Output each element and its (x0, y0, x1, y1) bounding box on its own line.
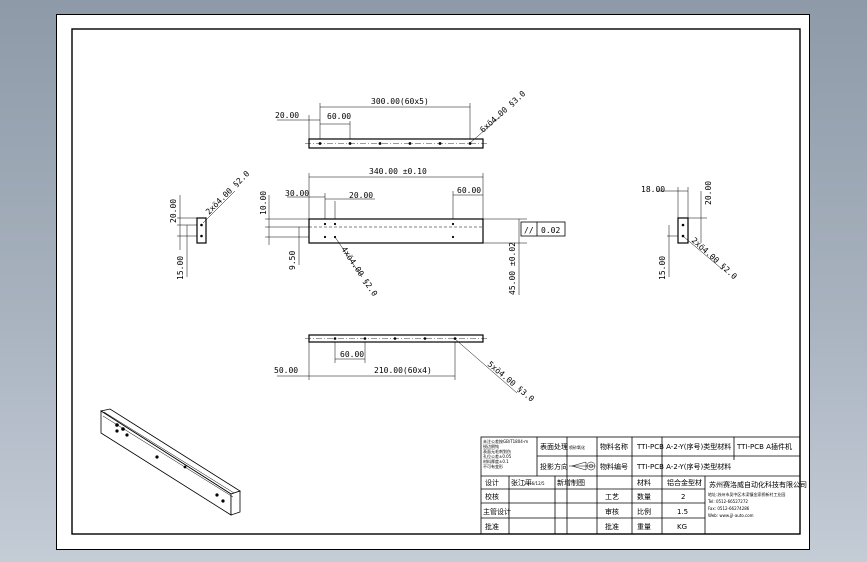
front-view: 340.00 ±0.10 30.00 20.00 60.00 10.00 9.5… (259, 167, 566, 298)
front-view-vert-bottom-dim: 9.50 (288, 251, 297, 270)
left-view: 20.00 15.00 2xö4.00 §2.0 (169, 169, 251, 280)
material-value: 铝合金型材 (667, 478, 702, 487)
qty-label: 数量 (637, 492, 651, 501)
right-view: 18.00 20.00 15.00 2xö4.00 §2.0 (641, 181, 739, 282)
front-view-bar (308, 218, 484, 244)
right-view-hole-note: 2xö4.00 §2.0 (690, 236, 739, 281)
projection-label: 投影方向 (540, 462, 568, 471)
front-view-hole-note: 4xö4.00 §2.0 (339, 245, 379, 298)
bottom-view-pitch-dim: 60.00 (340, 350, 364, 359)
surface-value: 喷砂氧化 (569, 444, 585, 450)
title-block: 未注公差按GB/T1804-m 锐边倒钝 表面无毛刺划伤 孔位公差±0.05 材… (480, 436, 807, 535)
front-view-vert-top-dim: 10.00 (259, 191, 268, 215)
company-fax: Fax: 0512-66274286 (708, 506, 750, 511)
isometric-view (99, 408, 241, 516)
company-name: 苏州赛洛威自动化科技有限公司 (709, 480, 807, 489)
top-view-left-dim: 20.00 (275, 111, 299, 120)
top-view-hole-note: 6xö4.00 §3.0 (478, 89, 527, 134)
chief-design-label: 主管设计 (483, 507, 511, 516)
right-view-profile (677, 217, 689, 244)
company-tel: Tel: 0512-66527272 (707, 499, 748, 504)
design-note: 新增制图 (557, 478, 585, 487)
note-line: 表面无毛刺划伤 (483, 448, 511, 454)
drawing-sheet: 300.00(60x5) 60.00 20.00 6xö4.00 §3.0 34… (56, 14, 810, 550)
machine-name: TTI-PCB A插件机 (736, 442, 792, 451)
front-view-second-dim: 20.00 (349, 191, 373, 200)
note-line: 不可有变形 (483, 463, 503, 469)
approve-label: 批准 (485, 522, 499, 531)
standard-label: 审核 (605, 507, 619, 516)
front-view-overall-dim: 340.00 ±0.10 (369, 167, 427, 176)
design-label: 设计 (485, 478, 499, 487)
material-no-value: TTI-PCB A-2-Y(序号)类型材料 (636, 442, 731, 451)
bottom-view-hole-note: 5xö4.00 §3.0 (486, 360, 536, 404)
left-view-top-dim: 20.00 (169, 199, 178, 223)
geometric-tolerance-frame (520, 221, 566, 237)
company-address: 地址:苏州市吴中区木渎镇金家桥新村工业园 (708, 491, 785, 497)
right-view-top-dim: 20.00 (704, 181, 713, 205)
approve-label-2: 批准 (605, 522, 619, 531)
top-view-pitch-dim: 60.00 (327, 112, 351, 121)
note-line: 孔位公差±0.05 (483, 453, 512, 459)
check-label: 校核 (485, 492, 499, 501)
material-no-label: 物料名称 (600, 442, 628, 451)
tolerance-value: 0.02 (541, 226, 560, 235)
surface-label: 表面处理 (540, 442, 568, 451)
note-line: 材料厚度±0.1 (483, 458, 509, 464)
left-view-profile (196, 217, 207, 244)
right-view-width-dim: 18.00 (641, 185, 665, 194)
right-view-bottom-dim: 15.00 (658, 256, 667, 280)
design-date: 2016/12/5 (524, 481, 545, 486)
note-line: 锐边倒钝 (483, 443, 499, 449)
front-view-left-dim: 30.00 (285, 189, 309, 198)
left-view-hole-note: 2xö4.00 §2.0 (204, 169, 251, 216)
top-view: 300.00(60x5) 60.00 20.00 6xö4.00 §3.0 (275, 89, 527, 149)
projection-symbol-icon (569, 461, 596, 471)
drawing-no-value: TTI-PCB A-2-Y(序号)类型材料 (636, 462, 731, 471)
design-name: 张江平 (511, 478, 532, 487)
top-view-overall-dim: 300.00(60x5) (371, 97, 429, 106)
drawing-no-label: 物料编号 (600, 462, 628, 471)
bottom-view: 60.00 50.00 210.00(60x4) 5xö4.00 §3.0 (274, 334, 536, 404)
note-line: 未注公差按GB/T1804-m (483, 438, 528, 444)
bottom-view-left-dim: 50.00 (274, 366, 298, 375)
material-label: 材料 (637, 478, 651, 487)
tolerance-symbol: // (524, 226, 534, 235)
company-web: Web: www.jjl-auto.com (708, 513, 754, 518)
front-view-right-dim: 60.00 (457, 186, 481, 195)
qty-value: 2 (681, 493, 685, 501)
weight-value: KG (677, 523, 687, 531)
inner-border (71, 28, 801, 535)
left-view-bottom-dim: 15.00 (176, 256, 185, 280)
scale-value: 1.5 (677, 508, 688, 516)
front-view-height-dim: 45.00 ±0.02 (508, 242, 517, 295)
technical-drawing: 300.00(60x5) 60.00 20.00 6xö4.00 §3.0 34… (71, 28, 807, 535)
scale-label: 比例 (637, 507, 651, 516)
bottom-view-overall-dim: 210.00(60x4) (374, 366, 432, 375)
weight-label: 重量 (637, 523, 651, 531)
process-label: 工艺 (605, 493, 619, 501)
